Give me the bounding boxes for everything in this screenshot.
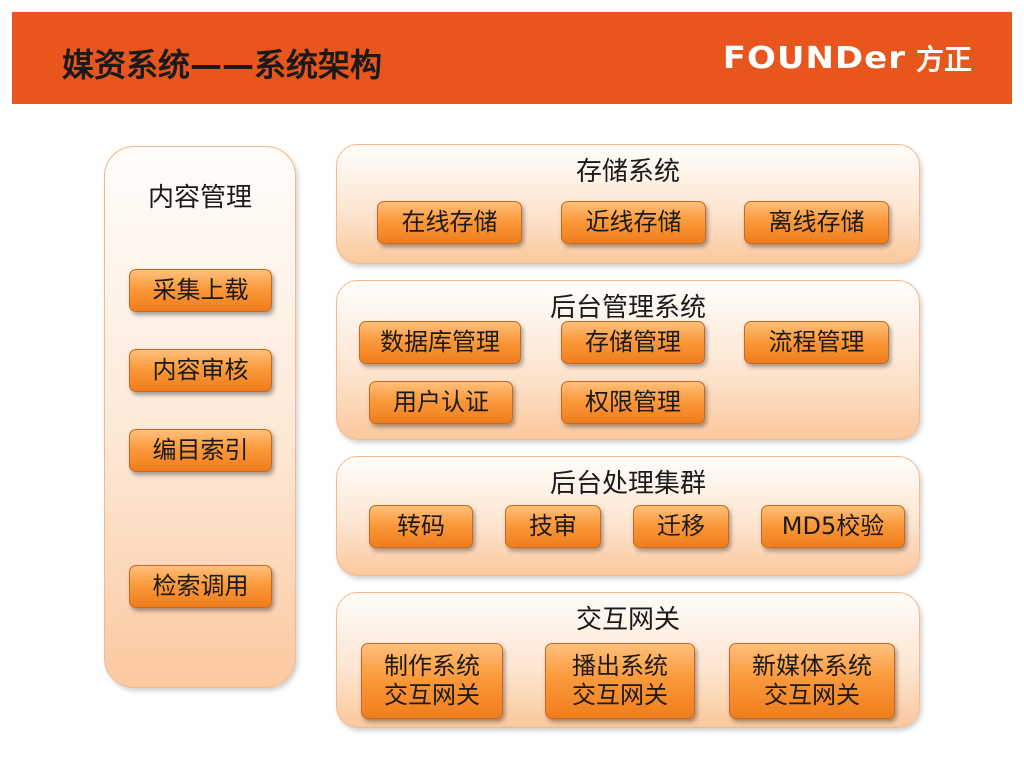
storage-management-button[interactable]: 存储管理	[561, 321, 705, 364]
database-management-button[interactable]: 数据库管理	[359, 321, 521, 364]
production-gateway-button[interactable]: 制作系统 交互网关	[361, 643, 503, 719]
storage-system-panel: 存储系统 在线存储 近线存储 离线存储	[336, 144, 920, 264]
header-bar: 媒资系统——系统架构 FOUNDer 方正	[12, 12, 1012, 104]
gateway-panel: 交互网关 制作系统 交互网关 播出系统 交互网关 新媒体系统 交互网关	[336, 592, 920, 728]
logo-text-cn: 方正	[915, 43, 972, 76]
backend-management-panel: 后台管理系统 数据库管理 存储管理 流程管理 用户认证 权限管理	[336, 280, 920, 440]
content-management-title: 内容管理	[147, 183, 252, 213]
page-title: 媒资系统——系统架构	[62, 46, 383, 84]
transcode-button[interactable]: 转码	[369, 505, 473, 548]
logo-text-en: FOUNDer	[722, 40, 906, 76]
backend-cluster-panel: 后台处理集群 转码 技审 迁移 MD5校验	[336, 456, 920, 576]
search-retrieve-button[interactable]: 检索调用	[129, 565, 272, 608]
gateway-title: 交互网关	[575, 605, 680, 635]
catalog-index-button[interactable]: 编目索引	[129, 429, 272, 472]
workflow-management-button[interactable]: 流程管理	[744, 321, 889, 364]
backend-management-title: 后台管理系统	[549, 293, 706, 323]
storage-system-title: 存储系统	[575, 157, 680, 187]
acquire-upload-button[interactable]: 采集上载	[129, 269, 272, 312]
md5-check-button[interactable]: MD5校验	[761, 505, 905, 548]
backend-cluster-title: 后台处理集群	[549, 469, 706, 499]
founder-logo: FOUNDer 方正	[723, 38, 972, 78]
new-media-gateway-button[interactable]: 新媒体系统 交互网关	[729, 643, 895, 719]
tech-review-button[interactable]: 技审	[505, 505, 601, 548]
content-review-button[interactable]: 内容审核	[129, 349, 272, 392]
offline-storage-button[interactable]: 离线存储	[744, 201, 889, 244]
online-storage-button[interactable]: 在线存储	[377, 201, 522, 244]
user-auth-button[interactable]: 用户认证	[369, 381, 513, 424]
permission-management-button[interactable]: 权限管理	[561, 381, 705, 424]
nearline-storage-button[interactable]: 近线存储	[561, 201, 706, 244]
broadcast-gateway-button[interactable]: 播出系统 交互网关	[545, 643, 695, 719]
content-management-panel: 内容管理 采集上载 内容审核 编目索引 检索调用	[104, 146, 296, 688]
migration-button[interactable]: 迁移	[633, 505, 729, 548]
